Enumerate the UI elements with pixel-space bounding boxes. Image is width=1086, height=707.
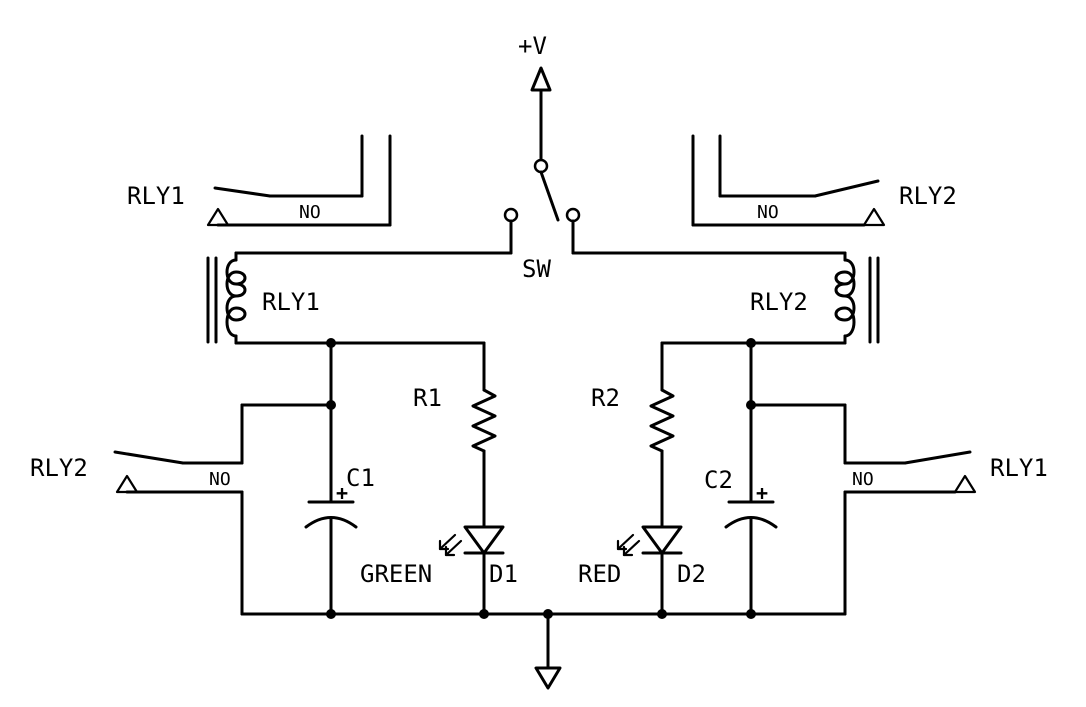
supply-label: +V [518,32,547,60]
switch-label: SW [522,255,551,283]
relay1-contact-bottom-label: RLY1 [990,454,1048,482]
junction-dots [326,338,756,619]
spdt-switch [503,158,581,255]
relay1-contact-top-label: RLY1 [127,182,185,210]
no-bottom-left-label: NO [209,469,231,490]
d1-led [438,525,505,616]
d1-label: D1 [489,560,518,588]
relay2-coil-label: RLY2 [750,288,808,316]
no-bottom-right-label: NO [852,469,874,490]
relay1-coil [206,251,247,345]
d2-label: D2 [677,560,706,588]
relay2-contact-bottom-label: RLY2 [30,454,88,482]
ground-symbol [534,612,562,690]
c2-branch [724,341,778,616]
no-top-right-label: NO [757,202,779,223]
d2-color-label: RED [578,560,621,588]
no-top-left-label: NO [299,202,321,223]
relay2-contact-top-label: RLY2 [899,182,957,210]
relay2-coil [834,251,880,345]
r1-resistor [471,341,497,529]
d1-color-label: GREEN [360,560,432,588]
supply-arrow [530,66,552,162]
c1-label: C1 [346,464,375,492]
relay2-contact-bottom [113,403,333,616]
d2-led [616,525,683,616]
relay1-contact-bottom [749,403,977,616]
r2-label: R2 [591,384,620,412]
c2-polarity: + [756,481,768,505]
c1-branch [304,341,358,616]
c2-label: C2 [704,466,733,494]
relay1-coil-label: RLY1 [262,288,320,316]
c1-polarity: + [336,481,348,505]
r1-label: R1 [413,384,442,412]
relay2-contact-top [691,134,886,227]
r2-resistor [649,341,675,529]
relay1-contact-top [206,134,392,227]
